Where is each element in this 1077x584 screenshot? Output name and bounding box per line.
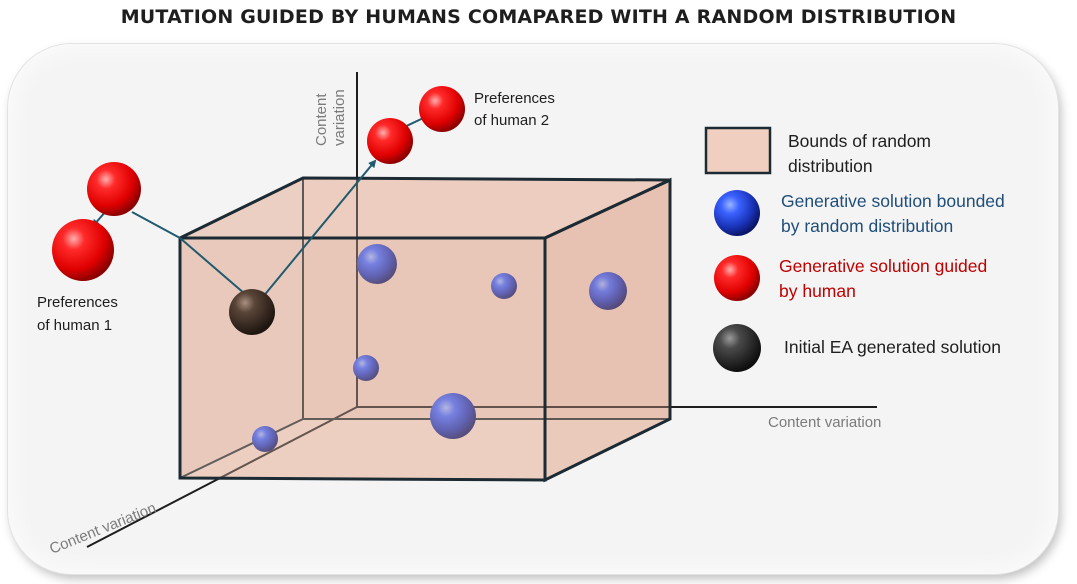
legend-blue: Generative solution bounded by random di… (781, 189, 1005, 239)
box-back-edge (179, 418, 304, 479)
diagram-title: MUTATION GUIDED BY HUMANS COMAPARED WITH… (120, 6, 957, 28)
vertical-axis-label: Content variation (313, 89, 348, 146)
initial-sphere (229, 289, 275, 335)
box-front-face (178, 236, 547, 482)
legend-bounds: Bounds of random distribution (788, 129, 931, 179)
red-sphere (367, 118, 413, 164)
legend-red-sphere-icon (714, 255, 760, 301)
legend-initial-sphere-icon (713, 324, 761, 372)
legend-bounds-swatch (704, 126, 772, 175)
arrow-to-human2 (261, 159, 377, 299)
blue-sphere (357, 244, 397, 284)
human1-annotation: Preferences of human 1 (37, 294, 122, 334)
legend-red: Generative solution guided by human (779, 254, 987, 304)
red-sphere (52, 219, 114, 281)
blue-sphere (430, 393, 476, 439)
blue-sphere (252, 426, 278, 452)
blue-sphere (589, 272, 627, 310)
red-sphere (419, 86, 465, 132)
human2-annotation: Preferences of human 2 (474, 90, 559, 129)
arrow-to-human1-path (179, 237, 253, 301)
depth-axis-label: Content variation (47, 499, 159, 557)
legend-bounds-label: Bounds of random distribution (788, 131, 932, 176)
legend-red-label: Generative solution guided by human (779, 256, 988, 301)
horizontal-axis-label: Content variation (768, 414, 881, 431)
blue-sphere (491, 273, 517, 299)
legend-blue-label: Generative solution bounded by random di… (781, 191, 1005, 236)
arrow-to-human1-path (131, 211, 181, 239)
box-top-face (179, 176, 671, 240)
legend-blue-sphere-icon (714, 190, 760, 236)
legend-initial-label: Initial EA generated solution (784, 337, 1001, 357)
red-sphere (87, 162, 141, 216)
legend-initial: Initial EA generated solution (784, 335, 1001, 360)
blue-sphere (353, 355, 379, 381)
